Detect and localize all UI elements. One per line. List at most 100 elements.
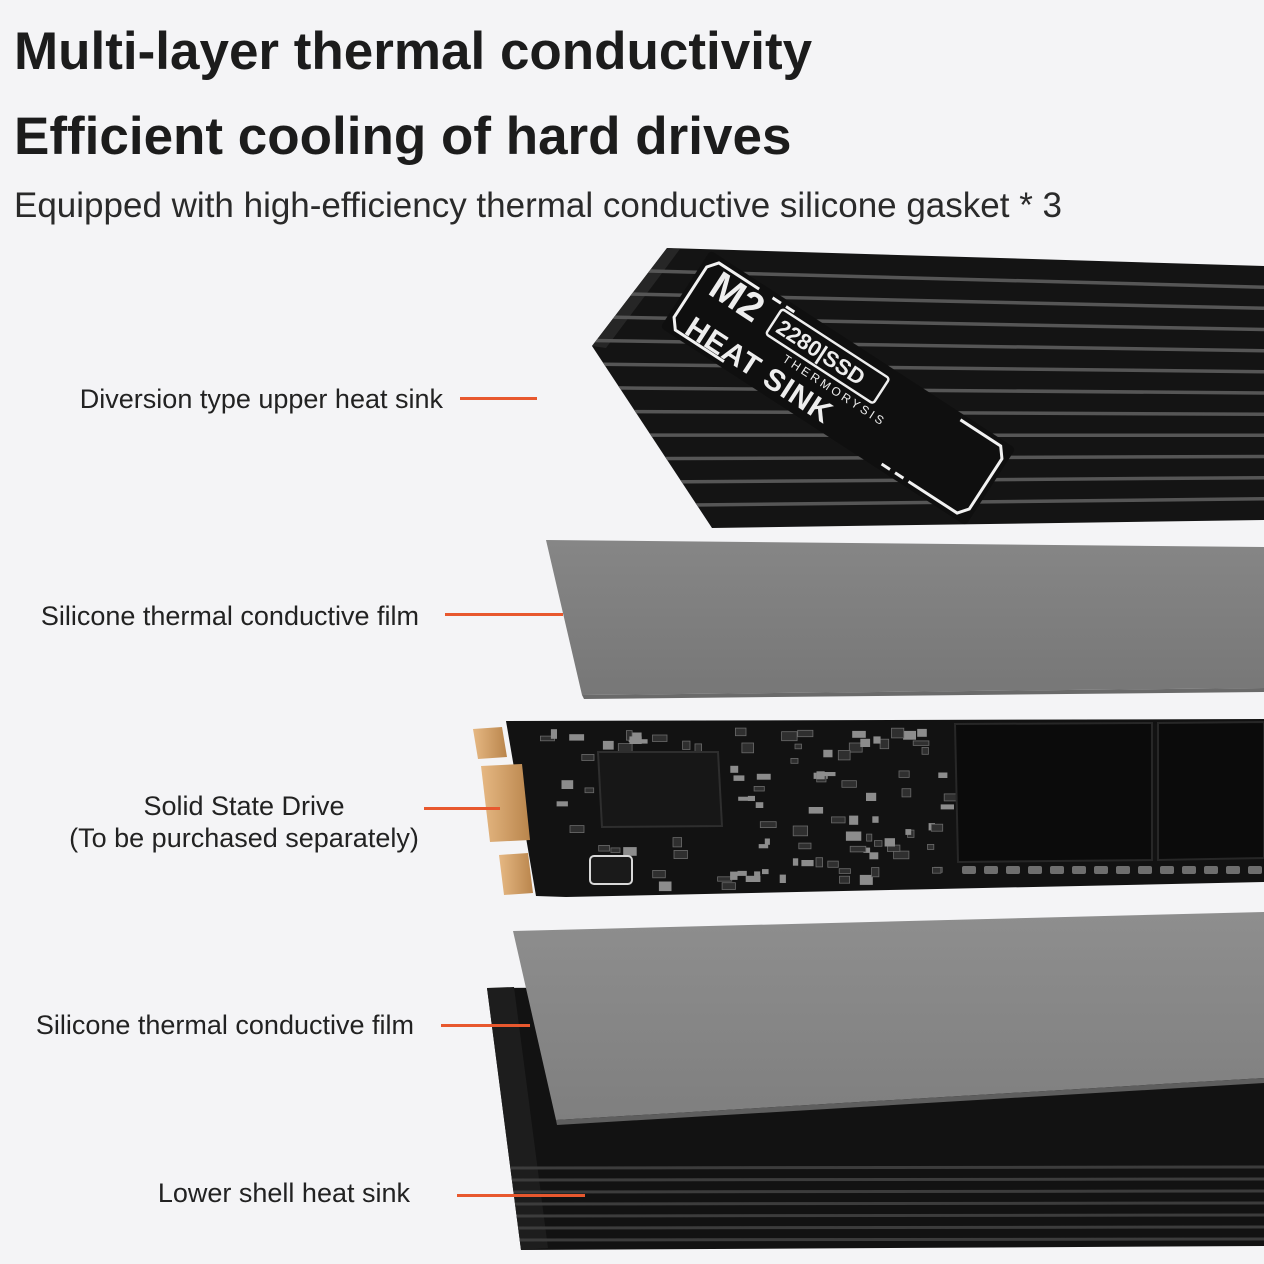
smd-component bbox=[1006, 866, 1020, 874]
label-upper-silicone-film: Silicone thermal conductive film bbox=[40, 601, 419, 631]
smd-component bbox=[1160, 866, 1174, 874]
smd-component bbox=[762, 869, 769, 875]
ssd-controller-chip bbox=[596, 751, 724, 829]
smd-component bbox=[852, 730, 866, 738]
smd-component bbox=[561, 780, 574, 789]
smd-component bbox=[672, 837, 683, 848]
leader-line-upper-silicone-film bbox=[445, 613, 563, 616]
smd-component bbox=[884, 838, 895, 847]
smd-component bbox=[581, 754, 595, 761]
smd-component bbox=[962, 866, 976, 874]
smd-component bbox=[1050, 866, 1064, 874]
smd-component bbox=[841, 780, 857, 788]
smd-component bbox=[584, 787, 595, 794]
label-solid-state-drive-note: (To be purchased separately) bbox=[69, 823, 419, 853]
smd-component bbox=[905, 829, 912, 835]
smd-component bbox=[1028, 866, 1042, 874]
leader-line-solid-state-drive bbox=[424, 807, 500, 810]
smd-component bbox=[837, 750, 851, 761]
smd-component bbox=[1248, 866, 1262, 874]
smd-component bbox=[673, 850, 688, 860]
smd-component bbox=[610, 847, 621, 853]
smd-component bbox=[869, 852, 879, 860]
leader-line-upper-heat-sink bbox=[460, 397, 537, 400]
ssd-nand-chip-2 bbox=[1157, 720, 1264, 862]
lower-shell-fin-groove bbox=[499, 1237, 1264, 1242]
smd-component bbox=[921, 747, 929, 755]
smd-component bbox=[823, 772, 836, 777]
smd-component bbox=[893, 850, 910, 860]
upper-silicone-film-edge bbox=[582, 688, 1264, 699]
smd-component bbox=[738, 796, 752, 801]
smd-component bbox=[682, 740, 691, 750]
smd-component bbox=[755, 802, 764, 808]
lower-silicone-film-edge bbox=[556, 1078, 1264, 1125]
smd-component bbox=[569, 734, 585, 741]
upper-heat-sink: M2 2280|SSD THERMORYSIS HEAT SINK bbox=[592, 248, 1264, 528]
ssd-contact-pad-middle bbox=[481, 764, 530, 842]
smd-component bbox=[756, 773, 771, 780]
lower-shell-front-face bbox=[487, 987, 548, 1250]
smd-component bbox=[758, 844, 769, 849]
smd-component bbox=[764, 838, 770, 845]
smd-component bbox=[815, 857, 823, 868]
smd-component bbox=[602, 740, 614, 750]
smd-component bbox=[879, 738, 890, 750]
smd-component bbox=[721, 882, 736, 890]
label-plate-background bbox=[661, 251, 1015, 525]
leader-line-lower-silicone-film bbox=[441, 1024, 530, 1027]
label-upper-heat-sink: Diversion type upper heat sink bbox=[79, 384, 443, 414]
lower-silicone-film-body bbox=[513, 912, 1264, 1120]
label-solid-state-drive: Solid State Drive bbox=[143, 791, 345, 821]
ssd-nand-chip-1 bbox=[953, 721, 1153, 864]
lower-shell-fin-groove bbox=[499, 1213, 1264, 1218]
heat-sink-fin-groove bbox=[592, 362, 1264, 374]
smd-component bbox=[759, 821, 777, 829]
smd-component bbox=[866, 833, 873, 842]
smd-component bbox=[747, 795, 755, 801]
smd-component bbox=[898, 770, 910, 778]
smd-component bbox=[1138, 866, 1152, 874]
smd-component bbox=[912, 740, 930, 746]
lower-silicone-film bbox=[513, 912, 1264, 1125]
smd-component bbox=[598, 845, 610, 852]
smd-component bbox=[550, 729, 557, 739]
smd-component bbox=[623, 847, 637, 856]
smd-component bbox=[873, 736, 881, 744]
smd-component bbox=[569, 825, 585, 833]
smd-component bbox=[871, 867, 880, 878]
smd-component bbox=[849, 845, 867, 853]
smd-component bbox=[848, 742, 863, 753]
smd-component bbox=[859, 874, 873, 885]
lower-shell-fin-groove bbox=[499, 1177, 1264, 1182]
smd-component bbox=[845, 831, 862, 841]
smd-component bbox=[940, 804, 954, 810]
label-plate-right-bracket bbox=[907, 418, 1004, 515]
smd-component bbox=[733, 775, 745, 781]
smd-component bbox=[816, 771, 825, 780]
smd-component bbox=[730, 871, 738, 880]
upper-silicone-film-body bbox=[546, 540, 1264, 695]
smd-component bbox=[866, 792, 877, 801]
smd-component bbox=[863, 847, 871, 853]
smd-component bbox=[1226, 866, 1240, 874]
smd-component bbox=[794, 743, 802, 750]
smd-component bbox=[917, 728, 927, 737]
label-plate-dashes bbox=[771, 296, 905, 480]
heat-sink-fin-groove bbox=[592, 290, 1264, 311]
ssd-bottom-component-row bbox=[962, 866, 1262, 874]
label-lower-shell-heat-sink: Lower shell heat sink bbox=[157, 1178, 410, 1208]
subtitle: Equipped with high-efficiency thermal co… bbox=[14, 186, 1063, 225]
smd-component bbox=[874, 840, 883, 847]
smd-component bbox=[930, 823, 944, 832]
smd-component bbox=[860, 738, 871, 747]
headline-line-1: Multi-layer thermal conductivity bbox=[14, 22, 813, 81]
smd-component bbox=[717, 876, 733, 882]
smd-component bbox=[903, 730, 916, 740]
lower-shell-fin-groove bbox=[499, 1189, 1264, 1194]
smd-component bbox=[737, 870, 747, 876]
smd-component bbox=[938, 772, 948, 778]
smd-component bbox=[781, 731, 798, 742]
smd-component bbox=[753, 786, 765, 792]
